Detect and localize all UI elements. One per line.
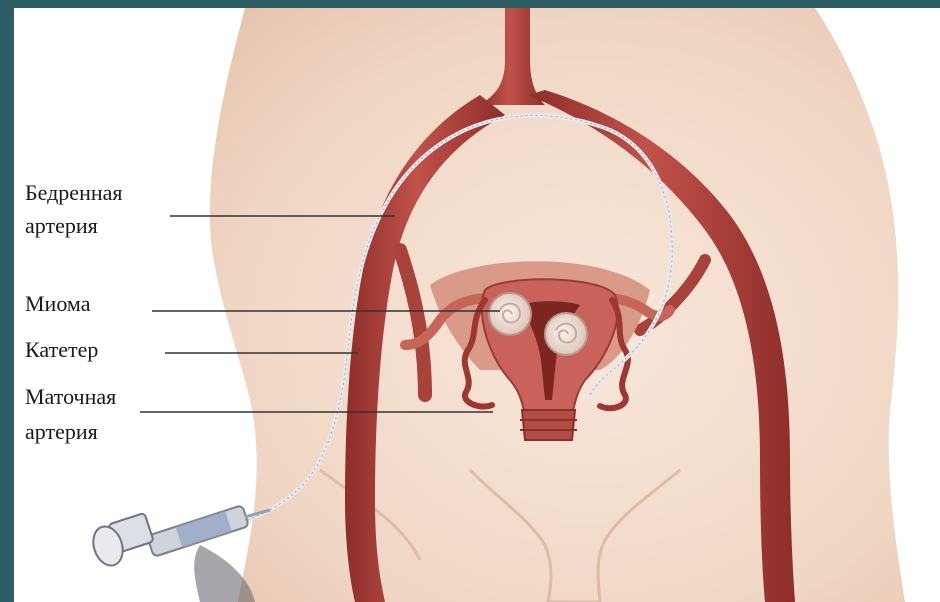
- label-uterine-artery-line1: Маточная: [25, 383, 116, 411]
- label-femoral-artery-line1: Бедренная: [25, 179, 123, 207]
- label-myoma: Миома: [25, 290, 90, 318]
- label-uterine-artery-line2: артерия: [25, 418, 98, 446]
- syringe: [89, 505, 270, 569]
- myoma-left: [489, 293, 531, 335]
- label-femoral-artery-line2: артерия: [25, 212, 98, 240]
- illustration-panel: Бедренная артерия Миома Катетер Маточная…: [14, 8, 940, 602]
- frame-left-border: [0, 0, 14, 602]
- frame-top-border: [0, 0, 940, 8]
- myoma-right: [545, 313, 587, 355]
- label-catheter: Катетер: [25, 336, 98, 364]
- anatomy-illustration: [14, 8, 940, 602]
- cervix: [522, 410, 575, 440]
